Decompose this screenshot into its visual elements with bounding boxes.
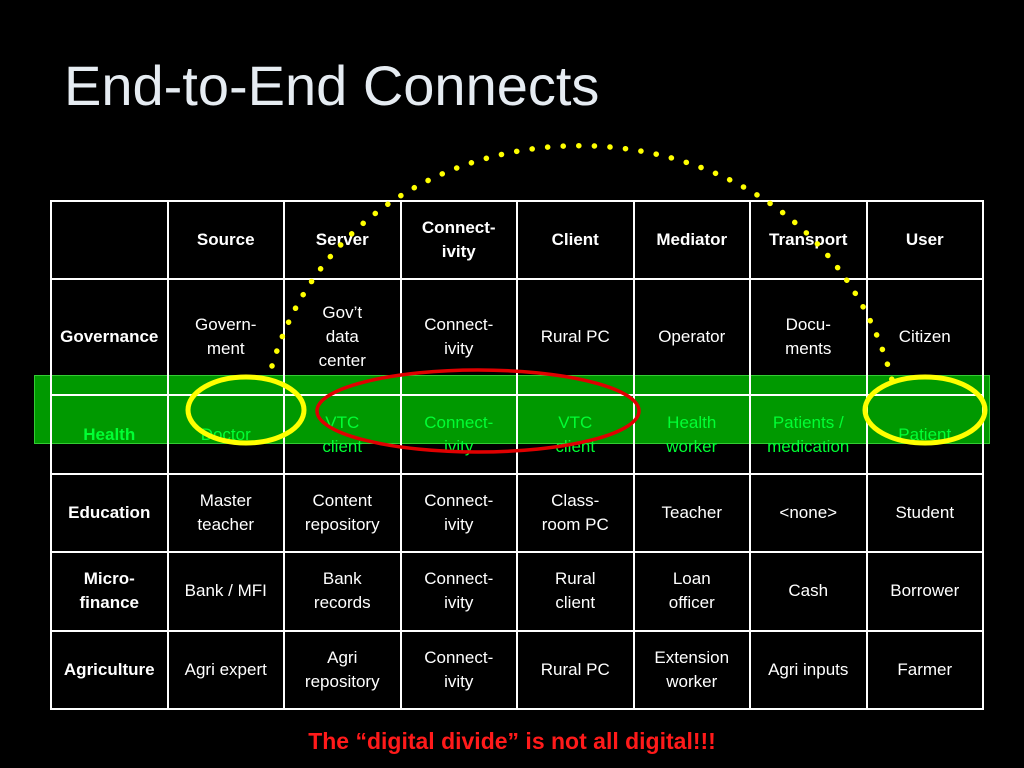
table-cell: Loan officer xyxy=(632,551,751,632)
header-source: Source xyxy=(166,199,285,281)
table-cell: Farmer xyxy=(865,629,984,711)
table-cell: Agri inputs xyxy=(749,629,868,711)
row-label: Education xyxy=(50,472,169,554)
header-client: Client xyxy=(516,199,635,281)
table-cell: Agri expert xyxy=(166,629,285,711)
table-cell: Connect- ivity xyxy=(399,278,518,397)
table-row-agriculture: Agriculture Agri expert Agri repository … xyxy=(50,629,984,711)
table-cell: Gov’t data center xyxy=(283,278,402,397)
table-cell: Rural PC xyxy=(516,278,635,397)
table-row-microfinance: Micro- finance Bank / MFI Bank records C… xyxy=(50,551,984,632)
table-cell: Rural client xyxy=(516,551,635,632)
slide-title: End-to-End Connects xyxy=(64,54,600,117)
row-label: Health xyxy=(50,394,169,475)
table-cell: Citizen xyxy=(865,278,984,397)
row-label: Micro- finance xyxy=(50,551,169,632)
table-cell: Health worker xyxy=(632,394,751,475)
table-row-health: Health Doctor VTC client Connect- ivity … xyxy=(50,394,984,475)
table-cell: Teacher xyxy=(632,472,751,554)
slide-caption: The “digital divide” is not all digital!… xyxy=(308,728,716,754)
table-cell: Content repository xyxy=(283,472,402,554)
table-row-governance: Governance Govern- ment Gov’t data cente… xyxy=(50,278,984,397)
table-row-education: Education Master teacher Content reposit… xyxy=(50,472,984,554)
table-cell: Borrower xyxy=(865,551,984,632)
header-user: User xyxy=(865,199,984,281)
table-cell: Patients / medication xyxy=(749,394,868,475)
header-corner xyxy=(50,199,169,281)
table-cell: Connect- ivity xyxy=(399,629,518,711)
table-cell: Agri repository xyxy=(283,629,402,711)
row-label: Agriculture xyxy=(50,629,169,711)
table-cell: Student xyxy=(865,472,984,554)
table-cell: Operator xyxy=(632,278,751,397)
connects-table: Source Server Connect- ivity Client Medi… xyxy=(50,199,984,711)
table-cell: Doctor xyxy=(166,394,285,475)
table-cell: Class- room PC xyxy=(516,472,635,554)
header-server: Server xyxy=(283,199,402,281)
table-cell: VTC client xyxy=(516,394,635,475)
table-cell: Connect- ivity xyxy=(399,394,518,475)
header-connectivity: Connect- ivity xyxy=(399,199,518,281)
table-header-row: Source Server Connect- ivity Client Medi… xyxy=(50,199,984,281)
row-label: Governance xyxy=(50,278,169,397)
table-cell: <none> xyxy=(749,472,868,554)
table-cell: Extension worker xyxy=(632,629,751,711)
table-cell: Patient xyxy=(865,394,984,475)
table-cell: VTC client xyxy=(283,394,402,475)
table-cell: Connect- ivity xyxy=(399,551,518,632)
table-cell: Govern- ment xyxy=(166,278,285,397)
table-cell: Master teacher xyxy=(166,472,285,554)
header-mediator: Mediator xyxy=(632,199,751,281)
table-cell: Rural PC xyxy=(516,629,635,711)
table-cell: Bank / MFI xyxy=(166,551,285,632)
header-transport: Transport xyxy=(749,199,868,281)
table-cell: Bank records xyxy=(283,551,402,632)
table-cell: Docu- ments xyxy=(749,278,868,397)
table-cell: Connect- ivity xyxy=(399,472,518,554)
table-cell: Cash xyxy=(749,551,868,632)
